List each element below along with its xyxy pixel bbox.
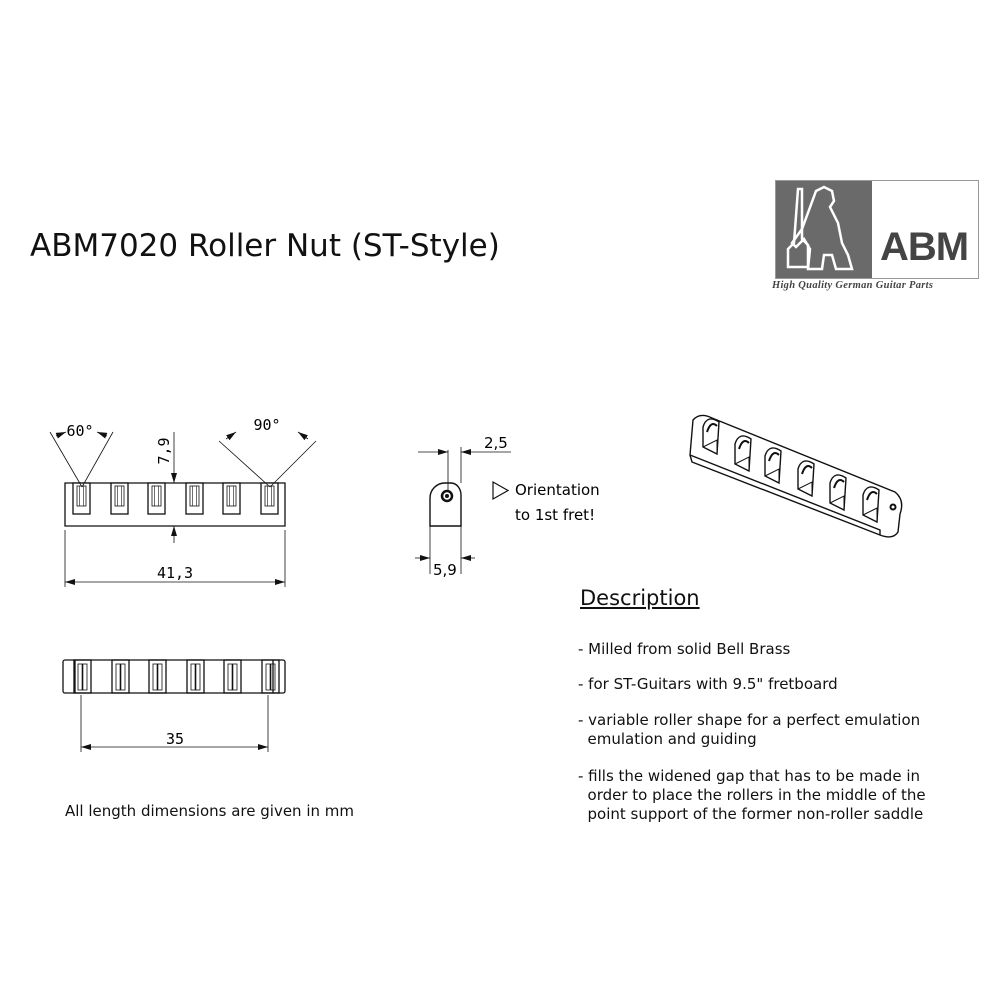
string-spread-label: 35 [166,730,184,748]
nut-body-top [62,659,286,694]
roller-slot [148,659,167,694]
roller-slot [72,482,91,515]
roller-slot [185,482,204,515]
logo-brand: ABM [880,225,969,269]
orientation-line1: Orientation [515,481,600,499]
description-item-line: emulation and guiding [578,730,757,748]
description-item-line: - variable roller shape for a perfect em… [578,711,921,729]
angle-60-label: 60° [66,422,93,440]
orientation-line2: to 1st fret! [515,506,595,524]
length-label: 41,3 [157,564,193,582]
abm-logo: ABM [775,180,979,279]
logo-tagline: High Quality German Guitar Parts [772,280,934,291]
roller [264,485,275,507]
roller-slot [222,482,241,515]
roller [151,485,162,507]
width-label: 5,9 [433,561,457,579]
roller-slot [223,659,242,694]
bear-guitarist-logo-icon [776,181,872,278]
page-title: ABM7020 Roller Nut (ST-Style) [30,228,500,264]
roller [189,485,200,507]
top-view [62,659,286,694]
roller-slot [186,659,205,694]
description-item-line: order to place the rollers in the middle… [578,786,926,804]
units-note: All length dimensions are given in mm [65,802,354,820]
description-item-line: - fills the widened gap that has to be m… [578,767,920,785]
front-view [64,482,286,527]
roller-nut-3d-view [689,414,903,538]
roller-slot [147,482,166,515]
description-item-line: - for ST-Guitars with 9.5" fretboard [578,675,838,693]
side-view [415,447,511,574]
offset-label: 2,5 [484,434,508,452]
description-item-line: - Milled from solid Bell Brass [578,640,791,658]
roller [114,485,125,507]
height-label: 7,9 [155,437,173,464]
mounting-hole [889,503,897,511]
angle-90-label: 90° [253,416,280,434]
roller-slot [73,659,92,694]
description-item-line: point support of the former non-roller s… [578,805,924,823]
nut-body [64,482,286,527]
roller-slot [261,659,280,694]
roller [226,485,237,507]
orientation-triangle-icon [492,480,510,501]
roller-slot [260,482,279,515]
roller-slot [110,482,129,515]
roller-slot [111,659,130,694]
front-dimensions [49,431,317,752]
description-heading: Description [580,586,700,610]
